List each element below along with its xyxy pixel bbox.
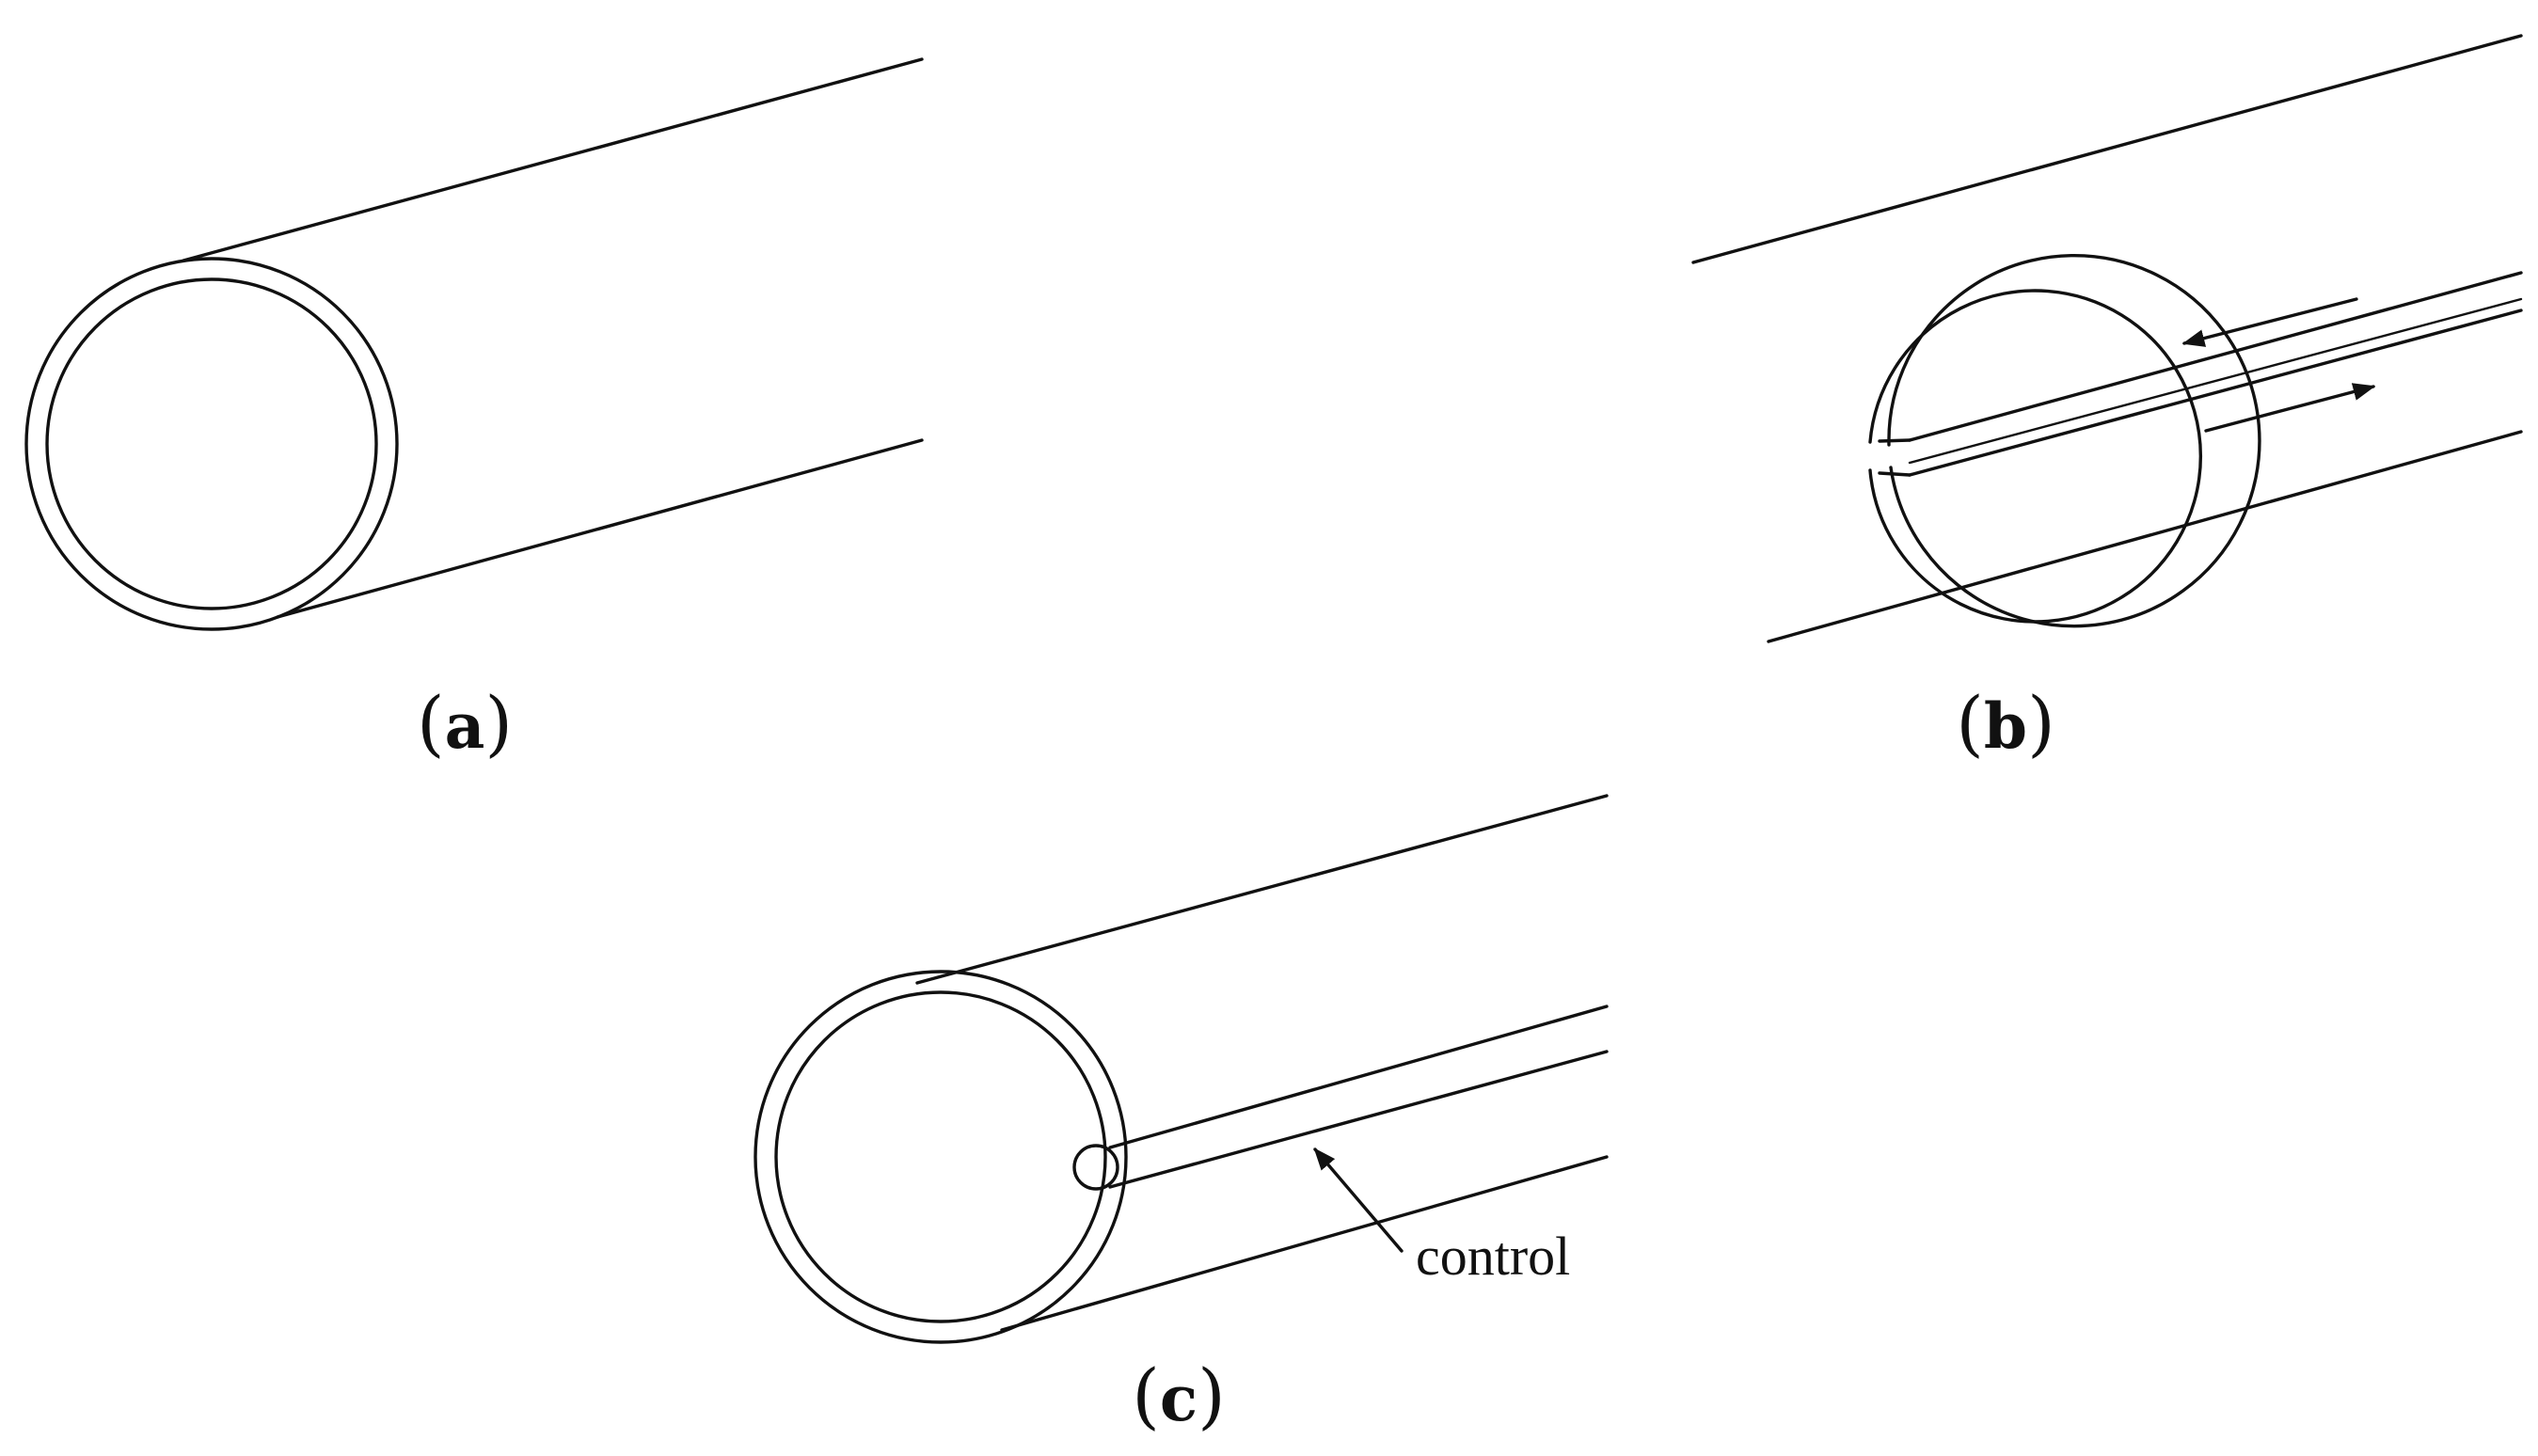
control-label: control [1416,1226,1570,1287]
control-strip-upper-edge [1108,1005,1609,1149]
control-bead [1072,1144,1119,1191]
tube-b-inner-ring [1868,289,2203,624]
panel-c-letter: c [1160,1362,1198,1435]
tube-b-slit-face-upper [1908,271,2523,442]
panel-b: (b) [1691,34,2523,765]
panel-c: control (c) [753,794,1609,1437]
panel-a-letter: a [445,689,485,763]
tube-c-outer-ring [753,970,1128,1344]
shear-arrow-lower [2204,383,2376,433]
panel-a-caption: (a) [417,681,513,765]
tube-a-top-edge [182,57,924,262]
panel-a: (a) [24,57,924,765]
panel-b-caption: (b) [1956,681,2054,765]
tube-b-slit-face-lower [1908,309,2523,477]
tube-c-inner-ring [774,990,1107,1323]
panel-c-caption: (c) [1132,1353,1226,1437]
tube-b-outer-ring [1887,253,2261,628]
tube-a-bottom-edge [276,438,924,619]
control-pointer-arrow [1313,1147,1404,1253]
tube-b-slit-lower-edge [1878,471,1911,477]
tube-b-slit-upper-edge [1878,438,1911,443]
tube-b-slit-face-mid [1908,297,2523,465]
tube-b-top-edge [1691,34,2523,264]
tube-c-top-edge [915,794,1609,985]
tube-c-bottom-edge [1000,1155,1609,1332]
tube-b-bottom-edge [1767,430,2523,643]
shear-arrow-upper [2181,297,2358,347]
control-strip-lower-edge [1108,1050,1609,1189]
panel-b-letter: b [1984,689,2027,763]
tube-a-outer-ring [24,257,399,631]
tube-a-inner-ring [45,277,378,610]
